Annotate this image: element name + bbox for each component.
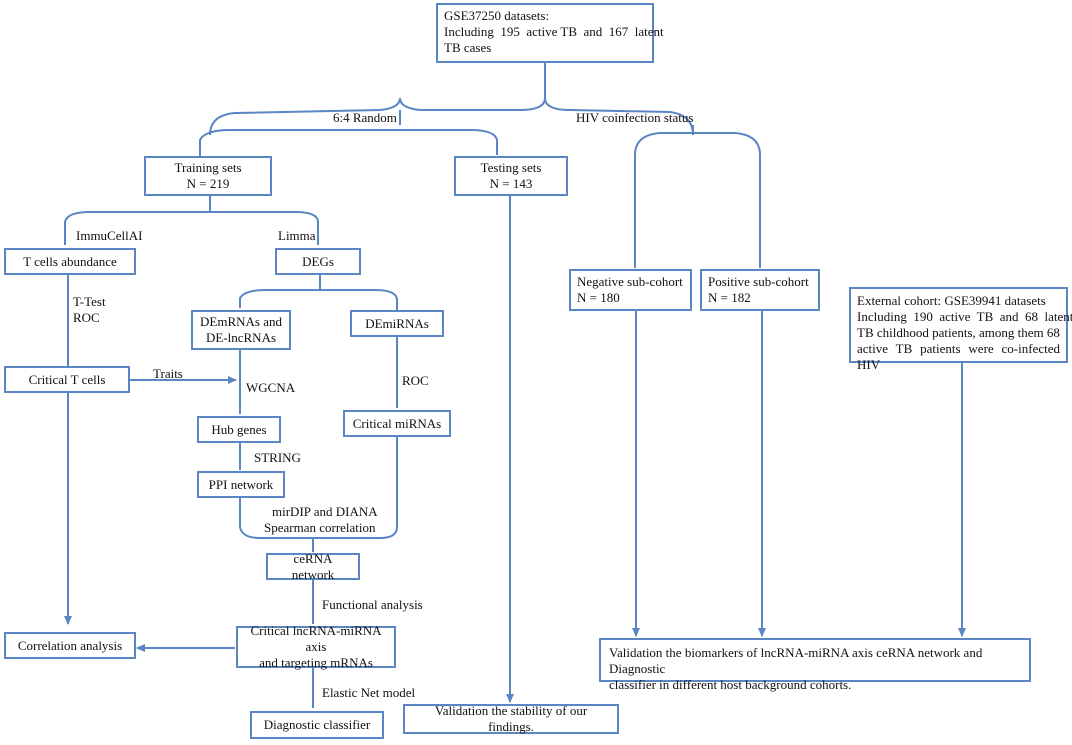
validation-stability-box: Validation the stability of our findings… (403, 703, 619, 734)
connector-degs-split (239, 289, 398, 310)
label-hiv: HIV coinfection status (576, 110, 694, 125)
diagnostic-classifier-text: Diagnostic classifier (263, 717, 371, 732)
label-string: STRING (254, 450, 301, 465)
label-spearman: Spearman correlation (264, 520, 376, 535)
positive-line2: N = 182 (708, 290, 751, 305)
positive-line1: Positive sub-cohort (708, 274, 809, 289)
validation-biomarkers-box: Validation the biomarkers of lncRNA-miRN… (599, 638, 1031, 692)
critical-mirnas-box: Critical miRNAs (343, 410, 451, 437)
label-mirdip: mirDIP and DIANA (272, 504, 378, 519)
testing-sets-box: Testing sets N = 143 (454, 156, 568, 196)
label-random: 6:4 Random (333, 110, 397, 125)
connector-train-test (199, 129, 498, 160)
degs-text: DEGs (302, 253, 334, 269)
diagnostic-classifier-box: Diagnostic classifier (250, 711, 384, 739)
correlation-analysis-box: Correlation analysis (4, 632, 136, 659)
external-cohort-box: External cohort: GSE39941 datasets Inclu… (849, 287, 1072, 372)
demrnas-box: DEmRNAs and DE-lncRNAs (191, 310, 291, 350)
demrnas-line1: DEmRNAs and (200, 314, 282, 329)
label-limma: Limma (278, 228, 316, 243)
critical-axis-box: Critical lncRNA-miRNA axis and targeting… (236, 623, 396, 670)
label-ttest: T-Test (73, 294, 106, 309)
training-line2: N = 219 (186, 176, 230, 191)
validation-stability-text: Validation the stability of our findings… (434, 703, 588, 734)
demirnas-text: DEmiRNAs (365, 315, 429, 331)
critical-t-cells-box: Critical T cells (4, 366, 130, 393)
connector-training-split (64, 211, 319, 245)
correlation-analysis-text: Correlation analysis (17, 637, 123, 653)
critical-axis-line1: Critical lncRNA-miRNA axis (250, 623, 382, 654)
negative-line1: Negative sub-cohort (577, 274, 683, 289)
critical-axis-line2: and targeting mRNAs (259, 655, 373, 670)
t-cells-abundance-box: T cells abundance (4, 248, 136, 275)
demrnas-line2: DE-lncRNAs (205, 330, 277, 345)
label-immucellai: ImmuCellAI (76, 228, 143, 243)
external-line4: active TB patients were co-infected HIV (857, 341, 1060, 372)
connector-neg-pos (634, 132, 761, 268)
hub-genes-text: Hub genes (211, 421, 267, 437)
cerna-network-box: ceRNA network (266, 550, 360, 582)
validation-biomarkers-line2: classifier in different host background … (609, 677, 852, 692)
ppi-network-text: PPI network (208, 476, 274, 492)
label-roc-right: ROC (402, 373, 429, 388)
critical-t-cells-text: Critical T cells (28, 371, 106, 387)
demirnas-box: DEmiRNAs (350, 310, 444, 337)
training-line1: Training sets (174, 160, 242, 175)
hub-genes-box: Hub genes (197, 416, 281, 443)
label-functional: Functional analysis (322, 597, 423, 612)
training-sets-box: Training sets N = 219 (144, 156, 272, 196)
label-traits: Traits (153, 366, 183, 381)
external-line3: TB childhood patients, among them 68 (857, 325, 1060, 340)
testing-line2: N = 143 (489, 176, 533, 191)
label-roc-left: ROC (73, 310, 100, 325)
critical-mirnas-text: Critical miRNAs (352, 415, 442, 431)
degs-box: DEGs (275, 248, 361, 275)
external-line1: External cohort: GSE39941 datasets (857, 293, 1046, 308)
positive-subcohort-box: Positive sub-cohort N = 182 (700, 269, 820, 311)
dataset-box: GSE37250 datasets: Including 195 active … (436, 3, 664, 63)
dataset-line1: GSE37250 datasets: (444, 8, 550, 23)
testing-line1: Testing sets (480, 160, 542, 175)
connector-top-split (209, 97, 694, 136)
cerna-network-text: ceRNA network (291, 550, 335, 582)
label-elastic: Elastic Net model (322, 685, 416, 700)
ppi-network-box: PPI network (197, 471, 285, 498)
negative-subcohort-box: Negative sub-cohort N = 180 (569, 269, 692, 311)
label-wgcna: WGCNA (246, 380, 296, 395)
validation-biomarkers-line1: Validation the biomarkers of lncRNA-miRN… (609, 645, 983, 676)
dataset-line3: TB cases (444, 40, 492, 55)
t-cells-abundance-text: T cells abundance (23, 253, 117, 269)
external-line2: Including 190 active TB and 68 latent (857, 309, 1072, 324)
negative-line2: N = 180 (577, 290, 620, 305)
dataset-line2: Including 195 active TB and 167 latent (444, 24, 664, 39)
connector-merge (239, 436, 398, 539)
